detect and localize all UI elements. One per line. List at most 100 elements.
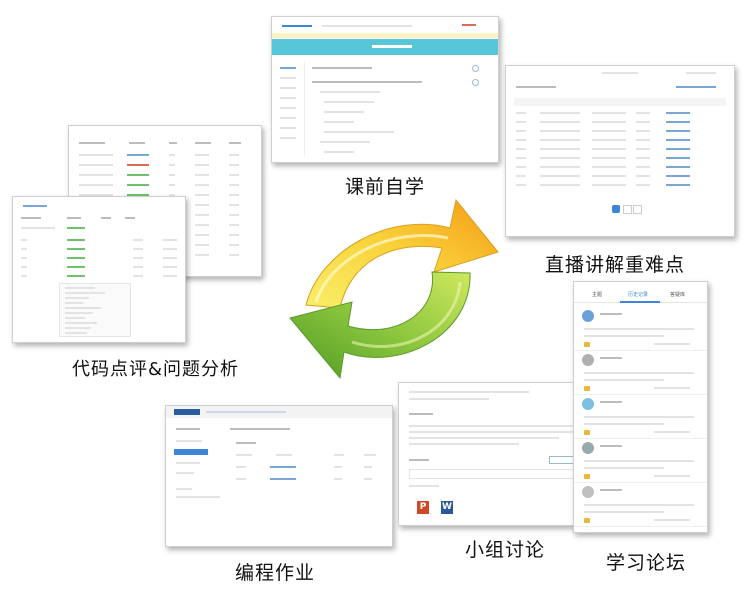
placeholder-line — [592, 184, 626, 186]
placeholder-line — [666, 121, 690, 123]
user-avatar — [582, 310, 594, 322]
placeholder-line — [540, 121, 580, 123]
placeholder-line — [540, 157, 580, 159]
placeholder-line — [584, 423, 664, 425]
like-icon[interactable] — [584, 386, 590, 391]
group-screenshot: P W — [398, 382, 590, 526]
placeholder-line — [65, 297, 89, 299]
placeholder-line — [79, 194, 113, 196]
placeholder-line — [65, 322, 97, 324]
cycle-arrow-yellow-orange — [305, 198, 499, 309]
placeholder-line — [163, 257, 177, 259]
word-file-icon[interactable]: W — [441, 501, 453, 514]
placeholder-line — [65, 287, 95, 289]
placeholder-line — [65, 317, 85, 319]
placeholder-line — [229, 174, 239, 176]
placeholder-line — [229, 204, 239, 206]
placeholder-line — [516, 130, 526, 132]
placeholder-line — [516, 175, 526, 177]
placeholder-line — [65, 327, 91, 329]
placeholder-line — [666, 112, 690, 114]
placeholder-line — [592, 121, 626, 123]
forum-tab-faq[interactable]: 答疑库 — [670, 292, 686, 298]
placeholder-line — [600, 445, 622, 447]
placeholder-line — [21, 257, 27, 259]
placeholder-line — [540, 130, 580, 132]
placeholder-line — [195, 214, 209, 216]
placeholder-line — [67, 248, 85, 250]
placeholder-line — [666, 184, 690, 186]
placeholder-line — [584, 416, 694, 418]
placeholder-line — [636, 166, 650, 168]
label-homework: 编程作业 — [235, 562, 316, 584]
like-icon[interactable] — [584, 430, 590, 435]
placeholder-line — [195, 254, 209, 256]
placeholder-line — [67, 275, 85, 277]
label-review: 代码点评&问题分析 — [72, 359, 240, 380]
placeholder-line — [195, 164, 209, 166]
placeholder-line — [584, 467, 664, 469]
placeholder-line — [654, 387, 690, 389]
placeholder-line — [65, 332, 87, 334]
placeholder-line — [21, 248, 27, 250]
placeholder-line — [163, 266, 177, 268]
placeholder-line — [229, 234, 239, 236]
like-icon[interactable] — [584, 342, 590, 347]
placeholder-line — [67, 257, 85, 259]
placeholder-line — [666, 148, 690, 150]
placeholder-line — [65, 292, 105, 294]
forum-tab-history[interactable]: 历史记录 — [628, 292, 649, 298]
divider — [574, 526, 707, 527]
placeholder-line — [229, 164, 239, 166]
forum-screenshot: 主题 历史记录 答疑库 — [573, 281, 708, 533]
placeholder-line — [195, 142, 211, 144]
placeholder-line — [592, 157, 626, 159]
placeholder-line — [163, 275, 177, 277]
placeholder-line — [666, 175, 690, 177]
placeholder-line — [636, 121, 650, 123]
like-icon[interactable] — [584, 518, 590, 523]
powerpoint-file-icon[interactable]: P — [417, 501, 429, 514]
placeholder-line — [169, 154, 175, 156]
label-forum: 学习论坛 — [606, 552, 687, 574]
placeholder-line — [129, 142, 145, 144]
divider — [574, 394, 707, 395]
placeholder-line — [654, 475, 690, 477]
placeholder-line — [540, 184, 580, 186]
placeholder-line — [127, 184, 149, 186]
like-icon[interactable] — [584, 474, 590, 479]
placeholder-line — [654, 519, 690, 521]
placeholder-line — [79, 142, 105, 144]
label-preview: 课前自学 — [345, 176, 426, 198]
placeholder-line — [133, 266, 143, 268]
placeholder-line — [584, 335, 664, 337]
placeholder-line — [584, 379, 664, 381]
placeholder-line — [169, 142, 177, 144]
placeholder-line — [516, 184, 526, 186]
placeholder-line — [65, 312, 93, 314]
placeholder-line — [79, 154, 113, 156]
placeholder-line — [636, 112, 650, 114]
user-avatar — [582, 398, 594, 410]
placeholder-line — [195, 244, 209, 246]
placeholder-line — [133, 239, 143, 241]
placeholder-line — [79, 164, 113, 166]
placeholder-line — [133, 275, 143, 277]
placeholder-line — [79, 184, 113, 186]
placeholder-line — [592, 130, 626, 132]
placeholder-line — [195, 204, 209, 206]
preview-screenshot — [271, 16, 499, 163]
user-avatar — [582, 442, 594, 454]
placeholder-line — [516, 139, 526, 141]
placeholder-line — [584, 372, 694, 374]
placeholder-line — [133, 257, 143, 259]
placeholder-line — [195, 154, 209, 156]
placeholder-line — [584, 328, 694, 330]
placeholder-line — [636, 184, 650, 186]
placeholder-line — [592, 148, 626, 150]
placeholder-line — [584, 504, 694, 506]
placeholder-line — [600, 357, 622, 359]
forum-tab-topic[interactable]: 主题 — [592, 292, 603, 298]
placeholder-line — [65, 307, 101, 309]
user-avatar — [582, 486, 594, 498]
